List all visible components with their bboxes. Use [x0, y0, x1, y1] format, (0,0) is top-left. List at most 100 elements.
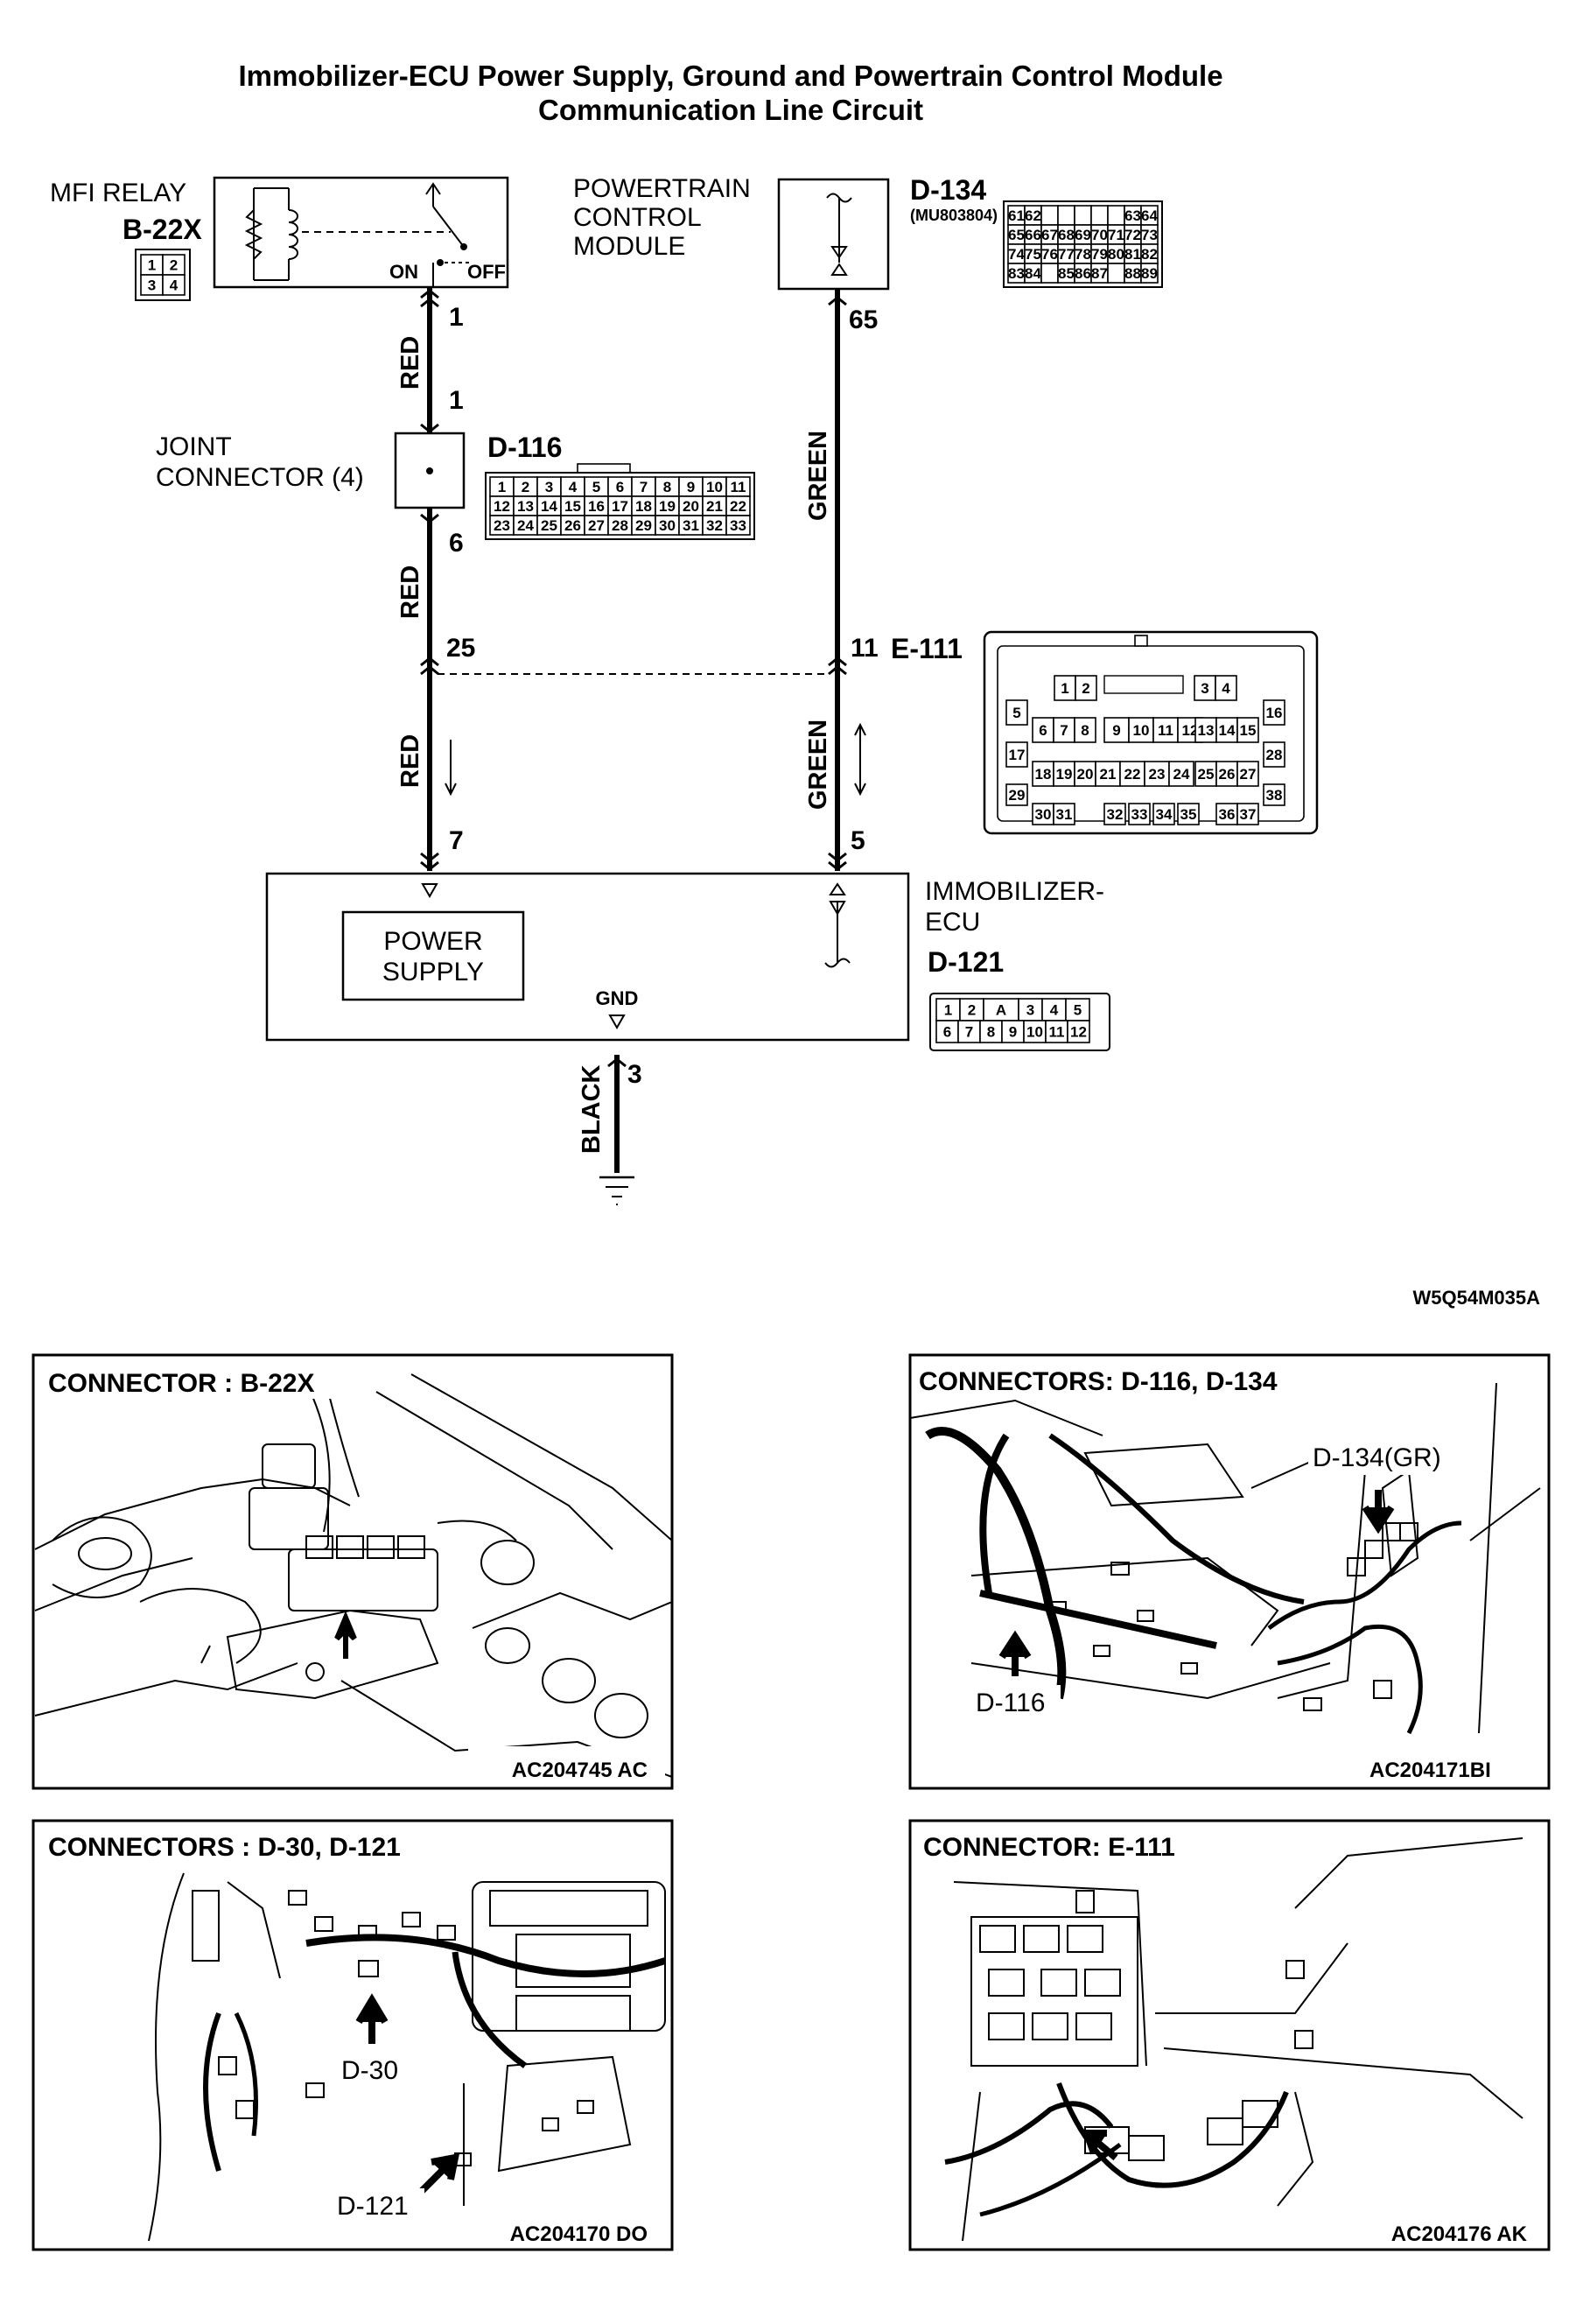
connector-cavity: 70	[1090, 224, 1109, 245]
photo-panel-d116-d134: CONNECTORS: D-116, D-134 D-134(GR) D-116…	[908, 1353, 1551, 1790]
connector-cavity: 18	[1032, 761, 1054, 787]
connector-cavity: 4	[1215, 675, 1237, 701]
pin-label: 85	[1058, 265, 1075, 282]
relay-on-contact	[437, 259, 444, 266]
pin-label: 2	[968, 1002, 976, 1019]
connector-cavity: 63	[1124, 205, 1142, 226]
pin-label: 30	[1035, 806, 1052, 823]
connector-cavity: 24	[513, 515, 538, 536]
pin-label: 75	[1025, 246, 1041, 263]
connector-cavity: 9	[678, 476, 704, 497]
pin-label: 37	[1240, 806, 1257, 823]
connector-cavity: 1	[489, 476, 515, 497]
connector-cavity: 7	[631, 476, 656, 497]
connector-cavity: 72	[1124, 224, 1142, 245]
connector-cavity: 4	[560, 476, 585, 497]
pin-label: 22	[1124, 766, 1141, 783]
pin-label: 84	[1025, 265, 1041, 282]
power-supply-label-line1: POWER	[383, 927, 482, 956]
connector-cavity: 75	[1024, 243, 1042, 264]
ecu-connector-id: D-121	[928, 946, 1004, 978]
connector-cavity: 80	[1107, 243, 1125, 264]
pin-label: 6	[1039, 722, 1047, 739]
connector-cavity: 31	[1053, 803, 1075, 825]
joint-label-line2: CONNECTOR (4)	[156, 463, 364, 492]
connector-cavity: 28	[1263, 741, 1285, 768]
pin-label: 80	[1108, 246, 1124, 263]
callout-d116: D-116	[976, 1689, 1045, 1717]
connector-cavity: 30	[1032, 803, 1054, 825]
pin-label: 10	[1026, 1024, 1043, 1041]
pin-label: 83	[1008, 265, 1025, 282]
pin-ecu-gnd: 3	[627, 1060, 642, 1089]
connector-cavity: 6	[607, 476, 633, 497]
photo-title-d116-d134: CONNECTORS: D-116, D-134	[919, 1367, 1278, 1396]
photo-title-e111: CONNECTOR: E-111	[923, 1833, 1175, 1862]
connector-cavity: 16	[584, 495, 609, 516]
pin-label: 16	[1266, 705, 1283, 721]
pin-label: 66	[1025, 227, 1041, 243]
pin-ecu-power: 7	[449, 826, 464, 855]
connector-cavity: 17	[607, 495, 633, 516]
pin-label: 25	[1198, 766, 1215, 783]
pin-label: 26	[564, 517, 581, 534]
connector-cavity: 11	[1152, 717, 1179, 743]
pin-label: 8	[987, 1024, 995, 1041]
pin-label: 5	[1012, 705, 1020, 721]
connector-cavity: 21	[1095, 761, 1121, 787]
connector-cavity: 10	[1128, 717, 1154, 743]
diagram-title-line1: Immobilizer-ECU Power Supply, Ground and…	[238, 60, 1222, 92]
pin-label: 20	[683, 498, 699, 515]
relay-coil-icon	[288, 209, 298, 260]
e111-connector-id: E-111	[891, 633, 963, 664]
connector-cavity: 27	[1236, 761, 1259, 787]
pin-label: 77	[1058, 246, 1075, 263]
connector-cavity: 3	[140, 274, 164, 296]
callout-d134: D-134(GR)	[1313, 1443, 1441, 1472]
pin-label: 12	[494, 498, 510, 515]
connector-cavity: 14	[1215, 717, 1238, 743]
connector-cavity: 32	[702, 515, 727, 536]
ecu-signal-icon	[824, 958, 851, 968]
pin-e111-red: 25	[446, 634, 475, 663]
pin-label: 3	[1026, 1002, 1034, 1019]
connector-cavity: 3	[1194, 675, 1216, 701]
pin-label: 25	[541, 517, 557, 534]
diagram-code: W5Q54M035A	[1412, 1287, 1540, 1309]
connector-cavity: 31	[678, 515, 704, 536]
pin-label: 13	[517, 498, 534, 515]
pin-label: 82	[1141, 246, 1158, 263]
connector-cavity: 88	[1124, 263, 1142, 284]
instrument-panel-illustration	[148, 1872, 667, 2242]
pin-label: 86	[1075, 265, 1091, 282]
connector-cavity: 85	[1057, 263, 1075, 284]
pin-label: 1	[1061, 680, 1068, 697]
connector-cavity: 6	[935, 1020, 959, 1043]
wire-color-green-1: GREEN	[804, 431, 832, 521]
pin-label: 2	[170, 257, 178, 274]
pin-label: 19	[1056, 766, 1073, 783]
connector-cavity: 9	[1103, 717, 1130, 743]
pin-label: 17	[612, 498, 628, 515]
pin-label: 4	[569, 479, 578, 495]
pin-pcm-out: 65	[849, 305, 878, 334]
dashboard-harness-illustration	[909, 1382, 1541, 1735]
connector-cavity: 13	[1194, 717, 1217, 743]
ecu-comm-arrow-up-icon	[829, 882, 846, 895]
wire-red-power	[420, 287, 439, 871]
connector-cavity: 1	[935, 998, 961, 1022]
connector-cavity: 25	[1194, 761, 1217, 787]
pin-joint-out: 6	[449, 529, 464, 558]
pin-label: 11	[731, 479, 746, 495]
pin-label: 35	[1180, 806, 1197, 823]
connector-cavity: 24	[1168, 761, 1194, 787]
joint-splice-dot	[426, 467, 433, 474]
pin-label: 28	[612, 517, 628, 534]
pin-label: 2	[1082, 680, 1089, 697]
connector-cavity: 69	[1074, 224, 1092, 245]
callout-arrow-d121-icon	[417, 2152, 460, 2195]
bidirectional-signal-arrow-icon	[854, 722, 866, 797]
pin-label: 36	[1219, 806, 1236, 823]
